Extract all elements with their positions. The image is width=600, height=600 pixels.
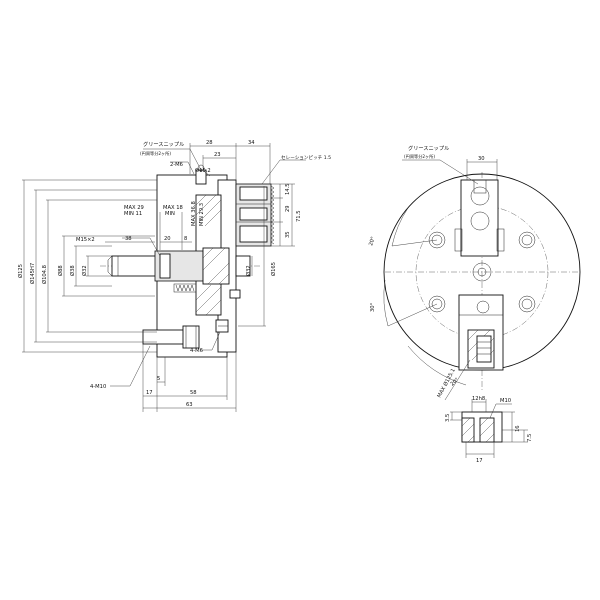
label-d15-2: Ø15.2 xyxy=(195,167,211,174)
label-max36-8: MAX 36.8 xyxy=(191,201,197,226)
side-view: グリースニップル (円周等分2ヶ所) 2-M6 Ø15.2 セレーションピッチ … xyxy=(17,140,331,412)
dim-front-30: 30 xyxy=(478,156,485,162)
dim-7-5: 7.5 xyxy=(527,434,533,442)
label-4m10: 4-M10 xyxy=(90,384,106,390)
dim-d38: Ø38 xyxy=(69,265,76,276)
dim-34: 34 xyxy=(248,140,255,146)
label-serration: セレーションピッチ 1.5 xyxy=(281,155,331,161)
mounting-holes xyxy=(428,231,536,313)
dim-5: 5 xyxy=(157,376,160,382)
label-grease-nipple: グリースニップル xyxy=(143,140,184,148)
dim-d88: Ø88 xyxy=(57,265,64,276)
dim-35: 35 xyxy=(285,231,291,238)
dim-58: 58 xyxy=(190,390,197,396)
dim-38: 38 xyxy=(125,236,132,242)
dim-detail-17: 17 xyxy=(476,458,483,464)
dim-d145h7: Ø145H7 xyxy=(29,263,36,284)
dim-angle-30: 30° xyxy=(370,302,376,312)
label-4m6: 4-M6 xyxy=(190,348,203,354)
dim-16: 16 xyxy=(515,425,521,432)
center-bore xyxy=(472,262,492,282)
dim-d165: Ø165 xyxy=(270,262,277,276)
dim-8: 8 xyxy=(184,236,187,242)
label-min11: MIN 11 xyxy=(124,211,142,217)
label-front-grease-note: (円周等分2ヶ所) xyxy=(404,153,435,160)
dim-d125: Ø125 xyxy=(17,264,24,278)
label-front-grease-nipple: グリースニップル xyxy=(408,144,449,152)
label-max18: MAX 18 xyxy=(163,205,183,211)
label-min: MIN xyxy=(165,211,175,217)
dim-d32: Ø32 xyxy=(81,265,88,276)
upper-jaw xyxy=(460,179,499,257)
dim-63: 63 xyxy=(186,402,193,408)
label-m15x2: M15×2 xyxy=(76,237,95,243)
label-2m6: 2-M6 xyxy=(170,162,183,168)
dim-3-5: 3.5 xyxy=(445,414,451,422)
dim-20: 20 xyxy=(164,236,171,242)
dim-angle-20-bottom: 20° xyxy=(449,377,460,388)
jaw-detail-view: 12h8 M10 3.5 16 7.5 17 xyxy=(445,396,533,464)
dim-angle-20-top: 20° xyxy=(368,236,377,247)
dim-71-5: 71.5 xyxy=(296,210,302,222)
dim-d32-right: Ø32 xyxy=(245,265,252,276)
label-max29: MAX 29 xyxy=(124,205,144,211)
dim-d104-8: Ø104.8 xyxy=(41,265,48,284)
dim-17: 17 xyxy=(146,390,153,396)
dim-23: 23 xyxy=(214,152,221,158)
label-min29-3: MIN 29.3 xyxy=(199,203,205,226)
dim-29: 29 xyxy=(285,205,291,212)
dim-12h8: 12h8 xyxy=(472,396,485,402)
dim-14-5: 14.5 xyxy=(285,183,291,195)
dim-28: 28 xyxy=(206,140,213,146)
grease-nipple xyxy=(195,169,207,185)
front-view: グリースニップル (円周等分2ヶ所) 30 20° 30° 20° MAX Ø1… xyxy=(368,144,581,401)
label-grease-nipple-note: (円周等分2ヶ所) xyxy=(140,150,171,157)
label-m10: M10 xyxy=(500,398,511,404)
